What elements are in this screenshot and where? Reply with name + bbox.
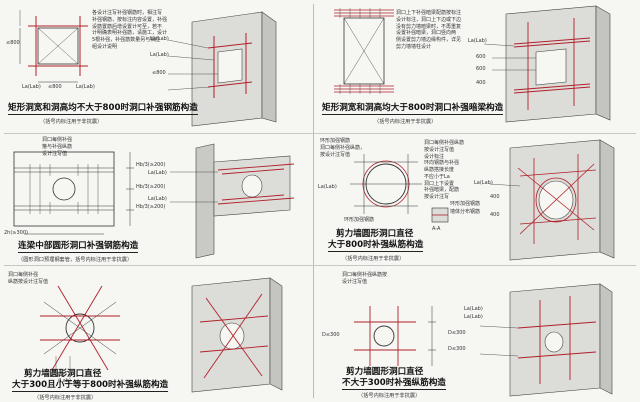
dim-label-side: 2h(≥300): [4, 230, 28, 236]
panel-caption: （括号内标注用于非抗震）: [374, 119, 437, 125]
dim-label-400: 400: [490, 212, 500, 218]
wall-rebar-label: 墙体分布钢筋: [450, 209, 481, 215]
dim-label-hb3: Hb/3(≥200): [136, 184, 166, 190]
dim-label-600: 600: [476, 66, 486, 72]
anchorage-label: La(Lab): [468, 38, 487, 44]
panel-caption: （括号内标注用于非抗震）: [40, 119, 103, 125]
dim-label-d300: D≤300: [448, 346, 466, 352]
anchorage-label: La(Lab): [150, 52, 169, 58]
wall-circular-medium-plan: [40, 277, 283, 393]
annotation-note: 洞口每侧补强 纵筋按设计注写值: [8, 272, 49, 285]
dim-label-hb3: Hb/3(≥200): [136, 162, 166, 168]
dim-label-600: 600: [476, 54, 486, 60]
panel-caption: （括号内标注用于非抗震）: [358, 393, 421, 399]
panel-caption: （括号内标注用于非抗震）: [342, 256, 405, 262]
panel-caption: （圆形洞口预埋钢套管，括号内标注用于非抗震）: [18, 257, 133, 263]
panel-title: 大于800时补强纵筋构造: [328, 240, 424, 253]
anchorage-label: La(Lab): [474, 180, 493, 186]
section-label: A-A: [432, 226, 441, 232]
panel-title: 大于300且小于等于800时补强纵筋构造: [12, 380, 169, 393]
anchorage-label: La(Lab): [76, 84, 95, 90]
panel-caption: （括号内标注用于非抗震）: [34, 395, 97, 401]
anchorage-label: La: [58, 372, 64, 378]
anchorage-label: La(Lab): [318, 184, 337, 190]
panel-wall-circular-medium: 洞口每侧补强 纵筋按设计注写值 La (Lab) 剪力墙圆形洞口直径 大于300…: [0, 266, 313, 402]
annotation-note: 环形加强钢筋 洞口每侧补强纵筋， 按设计注写值: [320, 138, 366, 158]
wall-circular-small-plan: [354, 283, 613, 397]
dim-label-d300: D≤300: [448, 330, 466, 336]
panel-wall-circular-large: 环形加强钢筋 洞口每侧补强纵筋， 按设计注写值 洞口每侧补强纵筋 按设计注写值 …: [314, 134, 640, 265]
panel-title: 连梁中部圆形洞口补强钢筋构造: [18, 241, 139, 254]
dim-label-side: D≤300: [322, 332, 340, 338]
panel-title: 剪力墙圆形洞口直径: [24, 369, 102, 379]
anchorage-label: La(Lab): [148, 196, 167, 202]
panel-divider-vertical: [313, 4, 314, 398]
anchorage-label: La(Lab): [464, 314, 483, 320]
annotation-note-right: 洞口每侧补强纵筋 按设计注写值 设计标注 环向钢筋与补强 纵筋搭接长度 不应小于…: [424, 140, 465, 200]
panel-beam-circular-opening: 洞口每侧补强 箍与补强纵筋 设计注写值 Hb/3(≥200) Hb/3(≥200…: [0, 134, 313, 265]
dim-label-400: 400: [490, 194, 500, 200]
panel-wall-circular-small: 洞口每侧补强纵筋按 设计注写值 La(Lab) La(Lab) D≤300 D≤…: [314, 266, 640, 402]
wall-circular-large-plan: [350, 139, 615, 261]
dim-label-height: ≤800: [6, 40, 20, 46]
dim-label-400: 400: [476, 80, 486, 86]
anchorage-label: La(Lab): [150, 36, 169, 42]
panel-title: 矩形洞宽和洞高均不大于800时洞口补强钢筋构造: [8, 103, 198, 116]
dim-label-hb3: Hb/3(≥200): [136, 204, 166, 210]
annotation-note: 各设计注写补强钢筋时，相注写 补强钢筋，按标注内容设置，补强 设筋置筋后增设置计…: [92, 10, 168, 50]
ring-rebar-label: 环形加强钢筋: [344, 217, 375, 223]
anchorage-label: La(Lab): [464, 306, 483, 312]
panel-rect-opening-large: 洞口上下补强暗梁配筋按标注 设计标注，洞口上下边或下边 没有剪力墙暗梁时，不再重…: [314, 0, 640, 133]
panel-title: 不大于300时补强纵筋构造: [342, 378, 446, 391]
panel-rect-opening-small: 各设计注写补强钢筋时，相注写 补强钢筋，按标注内容设置，补强 设筋置筋后增设置计…: [0, 0, 313, 133]
panel-divider-row1: [4, 133, 636, 134]
annotation-note: 洞口每侧补强纵筋按 设计注写值: [342, 272, 388, 285]
annotation-note: 洞口上下补强暗梁配筋按标注 设计标注，洞口上下边或下边 没有剪力墙暗梁时，不再重…: [396, 10, 462, 50]
dim-label-width: ≤800: [48, 84, 62, 90]
dim-label-height: ≤800: [152, 70, 166, 76]
anchorage-label: La(Lab): [148, 170, 167, 176]
panel-divider-row2: [4, 265, 636, 266]
panel-title: 剪力墙圆形洞口直径: [346, 367, 424, 377]
panel-title: 剪力墙圆形洞口直径: [336, 229, 414, 239]
annotation-note: 洞口每侧补强 箍与补强纵筋 设计注写值: [42, 137, 73, 157]
rect-opening-small-plan: [19, 10, 277, 127]
anchorage-label: La(Lab): [22, 84, 41, 90]
anchorage-label: (Lab): [58, 378, 71, 384]
rect-opening-large-plan: [334, 5, 611, 123]
beam-circular-opening-elevation: [13, 143, 295, 259]
panel-title: 矩形洞宽和洞高均大于800时洞口补强暗梁构造: [322, 103, 504, 116]
ring-rebar-label: 环形加强钢筋: [450, 201, 481, 207]
